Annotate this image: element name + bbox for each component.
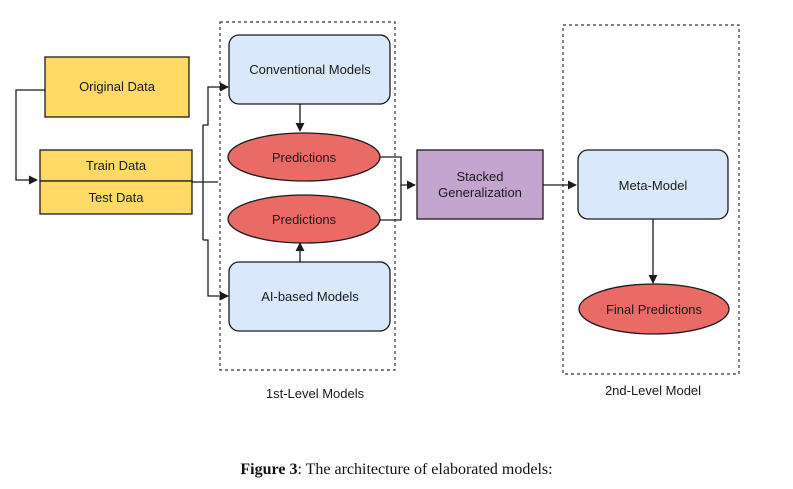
predictions-2-ellipse: [227, 194, 381, 244]
figure-caption-label: Figure 3: [240, 461, 298, 478]
train-data-label: Train Data: [86, 158, 147, 173]
connector-predictions1-to-stacked: [380, 156, 416, 190]
ai-models-label: AI-based Models: [261, 289, 359, 304]
stacked-generalization-box: [416, 149, 544, 220]
predictions-1-label: Predictions: [272, 150, 337, 165]
predictions-1-ellipse: [227, 132, 381, 182]
first-level-label: 1st-Level Models: [266, 386, 365, 401]
figure-caption: Figure 3: The architecture of elaborated…: [0, 461, 793, 479]
connector-predictions2-to-stacked: [380, 185, 402, 221]
figure-caption-text: : The architecture of elaborated models:: [297, 461, 553, 478]
conventional-models-box: [228, 34, 391, 105]
predictions-2-label: Predictions: [272, 212, 337, 227]
ai-models-box: [228, 261, 391, 332]
second-level-label: 2nd-Level Model: [605, 383, 701, 398]
connector-original-to-train: [15, 89, 45, 185]
stacked-label-line1: Stacked: [457, 169, 504, 184]
final-predictions-ellipse: [578, 283, 730, 335]
test-data-label: Test Data: [89, 190, 145, 205]
first-level-group: [219, 21, 396, 371]
connector-to-conventional: [203, 82, 229, 126]
meta-model-label: Meta-Model: [619, 178, 688, 193]
meta-model-box: [577, 149, 729, 220]
test-data-box: [39, 180, 193, 215]
connector-to-ai: [203, 239, 229, 301]
second-level-group: [562, 24, 740, 375]
stacked-label-line2: Generalization: [438, 185, 522, 200]
train-data-box: [39, 149, 193, 182]
conventional-models-label: Conventional Models: [249, 62, 371, 77]
original-data-box: [44, 56, 190, 118]
final-predictions-label: Final Predictions: [606, 302, 703, 317]
original-data-label: Original Data: [79, 79, 156, 94]
